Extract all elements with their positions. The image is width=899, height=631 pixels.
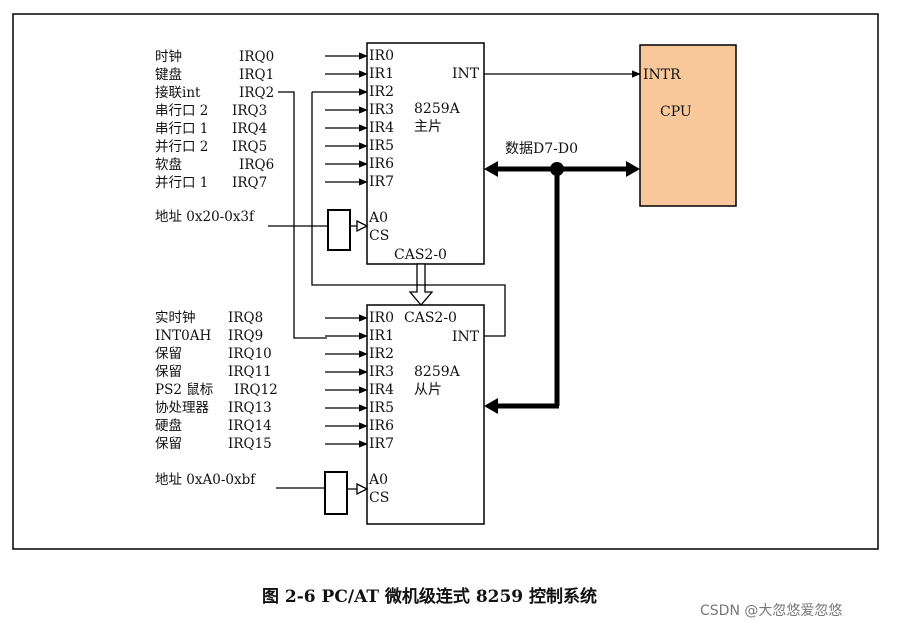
source-label: 保留 xyxy=(155,436,182,452)
figure-frame xyxy=(12,13,879,550)
source-label: 并行口 2 xyxy=(155,139,208,155)
source-label: 保留 xyxy=(155,364,182,380)
source-label: 串行口 1 xyxy=(155,121,208,137)
slave-pin-ir7: IR7 xyxy=(369,436,394,452)
master-chip-name: 8259A xyxy=(414,101,461,117)
irq-label: IRQ11 xyxy=(228,364,272,380)
master-pin-ir7: IR7 xyxy=(369,174,394,190)
cpu-intr-pin: INTR xyxy=(643,67,681,83)
slave-pin-ir2: IR2 xyxy=(369,346,394,362)
irq-label: IRQ9 xyxy=(228,328,263,344)
slave-pin-ir1: IR1 xyxy=(369,328,394,344)
source-label: 串行口 2 xyxy=(155,103,208,119)
master-pin-ir3: IR3 xyxy=(369,102,394,118)
figure-caption: 图 2-6 PC/AT 微机级连式 8259 控制系统 xyxy=(262,586,597,607)
data-bus: 数据D7-D0 xyxy=(484,141,640,414)
irq-label: IRQ12 xyxy=(234,382,278,398)
source-label: PS2 鼠标 xyxy=(155,382,213,398)
master-a0-pin: A0 xyxy=(368,210,388,226)
master-pin-ir2: IR2 xyxy=(369,84,394,100)
slave-pin-ir3: IR3 xyxy=(369,364,394,380)
irq-label: IRQ4 xyxy=(232,121,267,137)
master-pin-ir4: IR4 xyxy=(369,120,394,136)
slave-cs-arrow xyxy=(347,482,369,496)
source-label: 保留 xyxy=(155,346,182,362)
master-chip-box xyxy=(366,42,485,265)
cpu-label: CPU xyxy=(660,104,692,120)
master-address-label: 地址 0x20-0x3f xyxy=(155,209,255,225)
slave-int-to-master-ir2 xyxy=(311,92,506,337)
master-int-pin: INT xyxy=(452,66,480,82)
slave-cas-pin: CAS2-0 xyxy=(404,310,457,326)
slave-address-label: 地址 0xA0-0xbf xyxy=(155,472,256,488)
source-label: 软盘 xyxy=(155,156,182,173)
irq-label: IRQ15 xyxy=(228,436,272,452)
source-label: 键盘 xyxy=(155,66,182,83)
master-source-labels: 时钟 IRQ0 键盘 IRQ1 接联int IRQ2 串行口 2 IRQ3 串行… xyxy=(155,48,274,191)
irq-label: IRQ3 xyxy=(232,103,267,119)
slave-chip-name: 8259A xyxy=(414,364,461,380)
slave-pin-ir5: IR5 xyxy=(369,400,394,416)
master-8259a: IR0 IR1 IR2 IR3 IR4 IR5 IR6 IR7 INT 8259… xyxy=(366,42,485,265)
irq-label: IRQ2 xyxy=(239,85,274,101)
slave-a0-pin: A0 xyxy=(368,472,388,488)
source-label: 时钟 xyxy=(155,48,182,65)
source-label: 接联int xyxy=(155,84,201,101)
slave-8259a: IR0 IR1 IR2 IR3 IR4 IR5 IR6 IR7 CAS2-0 I… xyxy=(366,304,485,525)
master-decoder-box xyxy=(327,209,351,251)
irq-label: IRQ1 xyxy=(239,67,274,83)
bus-arrow-slave xyxy=(484,398,498,414)
slave-input-arrows xyxy=(325,314,368,448)
source-label: 并行口 1 xyxy=(155,175,208,191)
irq-label: IRQ6 xyxy=(239,157,274,173)
slave-chip-role: 从片 xyxy=(414,382,442,398)
master-pin-ir1: IR1 xyxy=(369,66,394,82)
master-chip-role: 主片 xyxy=(414,119,442,135)
bus-label: 数据D7-D0 xyxy=(505,141,578,157)
master-cas-pin: CAS2-0 xyxy=(394,247,447,263)
slave-cs-pin: CS xyxy=(369,490,389,506)
source-label: 硬盘 xyxy=(155,417,182,434)
source-label: 实时钟 xyxy=(155,309,196,326)
slave-chip-box xyxy=(366,304,485,525)
master-cs-arrow xyxy=(350,219,369,233)
watermark: CSDN @大忽悠爱忽悠 xyxy=(700,603,842,619)
master-pin-ir5: IR5 xyxy=(369,138,394,154)
master-input-arrows xyxy=(312,52,368,186)
irq-label: IRQ0 xyxy=(239,49,274,65)
irq-label: IRQ10 xyxy=(228,346,272,362)
slave-pin-ir4: IR4 xyxy=(369,382,394,398)
irq-label: IRQ14 xyxy=(228,418,272,434)
master-pin-ir6: IR6 xyxy=(369,156,394,172)
irq-label: IRQ7 xyxy=(232,175,267,191)
slave-int-pin: INT xyxy=(452,329,480,345)
slave-pin-ir6: IR6 xyxy=(369,418,394,434)
irq-label: IRQ13 xyxy=(228,400,272,416)
bus-arrow-cpu xyxy=(626,161,640,177)
source-label: 协处理器 xyxy=(155,400,209,416)
slave-pin-ir0: IR0 xyxy=(369,310,394,326)
cpu-box xyxy=(639,44,737,207)
irq2-to-slave-ir1 xyxy=(278,91,327,339)
slave-source-labels: 实时钟 IRQ8 INT0AH IRQ9 保留 IRQ10 保留 IRQ11 P… xyxy=(155,309,278,452)
slave-decoder-box xyxy=(324,471,348,515)
irq-label: IRQ8 xyxy=(228,310,263,326)
bus-arrow-master xyxy=(484,161,498,177)
master-pin-ir0: IR0 xyxy=(369,48,394,64)
cpu-block: INTR CPU xyxy=(639,44,737,207)
source-label: INT0AH xyxy=(155,328,211,344)
irq-label: IRQ5 xyxy=(232,139,267,155)
master-cs-pin: CS xyxy=(369,228,389,244)
